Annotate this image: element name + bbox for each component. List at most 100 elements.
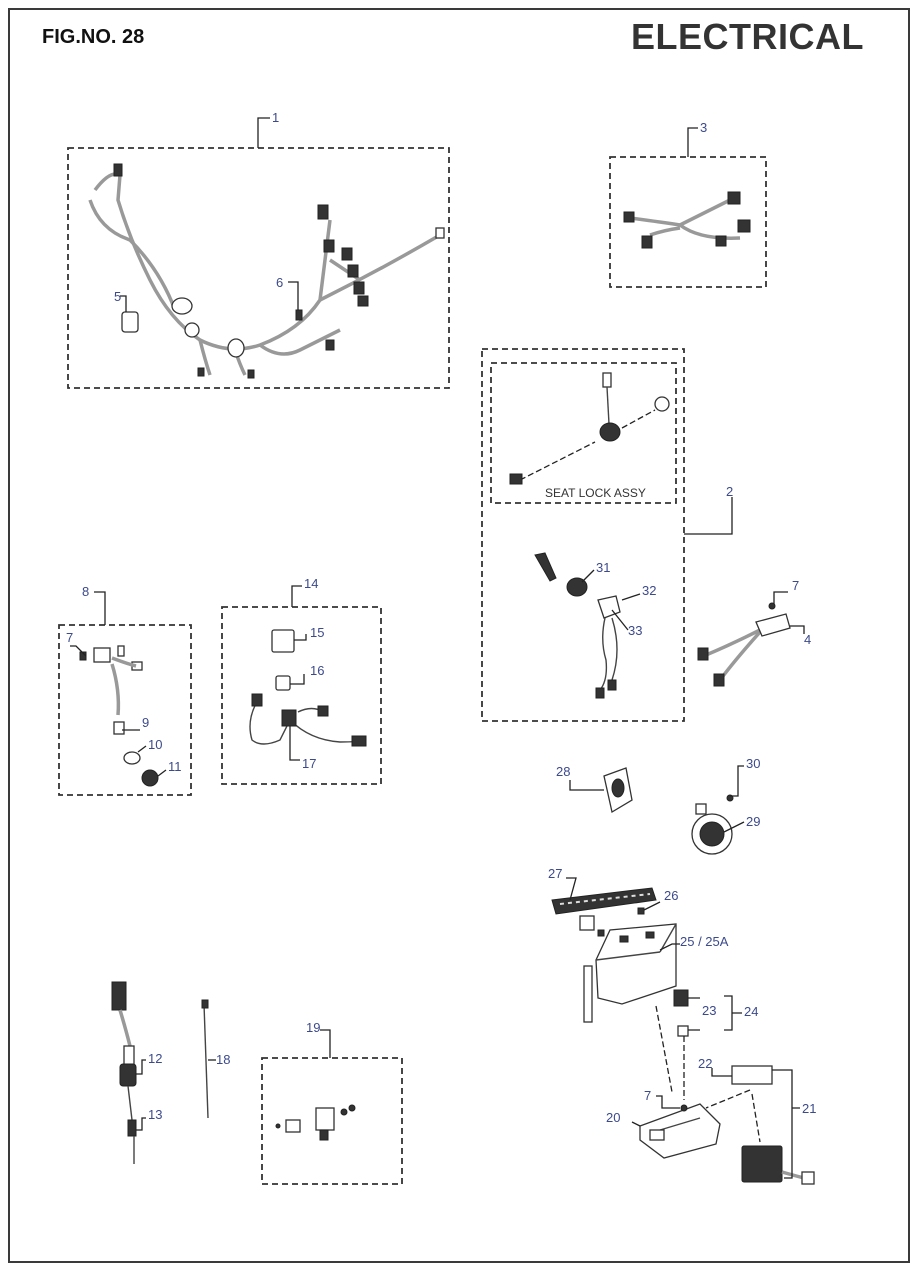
callout-17: 17: [302, 756, 316, 771]
page-title: ELECTRICAL: [631, 16, 864, 57]
figure-number: FIG.NO. 28: [42, 26, 145, 48]
leader-4: [790, 625, 805, 634]
callout-26: 26: [664, 888, 678, 903]
callout-18: 18: [216, 1052, 230, 1067]
relay-harness: [249, 629, 367, 747]
callout-6: 6: [276, 275, 283, 290]
leader-27: [566, 877, 577, 901]
callout-14: 14: [304, 576, 318, 591]
leader-10: [137, 745, 147, 753]
callout-33: 33: [628, 623, 642, 638]
leader-33: [611, 609, 629, 631]
callout-9: 9: [142, 715, 149, 730]
callout-12: 12: [148, 1051, 162, 1066]
callout-5: 5: [114, 289, 121, 304]
leader-12: [136, 1059, 146, 1075]
callout-7-right: 7: [792, 578, 799, 593]
callout-10: 10: [148, 737, 162, 752]
fuse-holder: [673, 989, 689, 1037]
leader-31: [581, 569, 595, 583]
switch-group-box: [261, 1057, 403, 1185]
leader-22: [711, 1068, 732, 1077]
rubber-guide-line: [751, 1093, 761, 1143]
callout-13: 13: [148, 1107, 162, 1122]
part-7-bolt: [680, 1104, 688, 1112]
leader-29: [723, 821, 745, 833]
callout-21: 21: [802, 1101, 816, 1116]
leader-7-right: [773, 591, 788, 604]
part-19-switch: [275, 1104, 356, 1141]
leader-25: [659, 943, 680, 951]
cdi-guide-line: [705, 1089, 751, 1109]
main-wiring-harness: [88, 163, 445, 379]
leader-16: [290, 674, 305, 685]
horn: [691, 794, 734, 855]
seat-lock-assy-box: [490, 362, 677, 504]
leader-19: [320, 1029, 331, 1058]
callout-16: 16: [310, 663, 324, 678]
callout-22: 22: [698, 1056, 712, 1071]
callout-19: 19: [306, 1020, 320, 1035]
part-28-bracket: [603, 767, 633, 814]
callout-2: 2: [726, 484, 733, 499]
sub-wiring-harness: [623, 191, 751, 249]
leader-32: [621, 593, 641, 601]
part-22-rubber: [731, 1065, 773, 1085]
leader-13: [136, 1117, 146, 1131]
battery: [579, 915, 677, 1023]
callout-32: 32: [642, 583, 656, 598]
leader-26: [643, 901, 661, 911]
cdi-unit: [741, 1145, 815, 1185]
callout-24: 24: [744, 1004, 758, 1019]
leader-20: [631, 1121, 641, 1127]
callout-3: 3: [700, 120, 707, 135]
callout-23: 23: [702, 1003, 716, 1018]
leader-17: [289, 726, 300, 761]
battery-guide-line: [655, 1005, 673, 1093]
callout-28: 28: [556, 764, 570, 779]
leader-5: [120, 295, 127, 312]
speed-sensor-assembly: [79, 645, 159, 787]
sensor-group-box: [58, 624, 192, 796]
callout-11: 11: [168, 759, 182, 774]
part-18-cable: [201, 999, 209, 1119]
battery-box: [639, 1103, 721, 1159]
harness-group-box: [67, 147, 450, 389]
callout-20: 20: [606, 1110, 620, 1125]
leader-24: [724, 995, 742, 1031]
callout-25: 25 / 25A: [680, 934, 729, 949]
ignition-switch: [534, 552, 621, 699]
leader-1: [257, 117, 270, 148]
callout-31: 31: [596, 560, 610, 575]
page-frame: [8, 8, 910, 1263]
stop-switch-assembly: [111, 981, 137, 1164]
leader-11: [157, 769, 167, 777]
callout-7-left: 7: [66, 630, 73, 645]
leader-21: [772, 1069, 800, 1179]
callout-27: 27: [548, 866, 562, 881]
part-26-bolt: [637, 907, 645, 915]
battery-strap: [551, 887, 657, 915]
callout-1: 1: [272, 110, 279, 125]
callout-7-bottom: 7: [644, 1088, 651, 1103]
leader-2: [684, 497, 733, 535]
leader-28: [569, 780, 604, 791]
seat-lock-assy-label: SEAT LOCK ASSY: [545, 486, 646, 500]
callout-8: 8: [82, 584, 89, 599]
leader-3: [687, 127, 698, 157]
callout-4: 4: [804, 632, 811, 647]
leader-7-left: [70, 645, 87, 657]
leader-8: [94, 591, 106, 625]
callout-30: 30: [746, 756, 760, 771]
sub-harness-group-box: [609, 156, 767, 288]
leader-7-bottom: [656, 1095, 680, 1109]
lock-set-group-box: [481, 348, 685, 722]
leader-6: [288, 281, 299, 310]
relay-group-box: [221, 606, 382, 785]
callout-29: 29: [746, 814, 760, 829]
callout-15: 15: [310, 625, 324, 640]
part-4-assembly: [697, 602, 791, 687]
leader-14: [291, 585, 302, 607]
leader-15: [294, 634, 307, 641]
